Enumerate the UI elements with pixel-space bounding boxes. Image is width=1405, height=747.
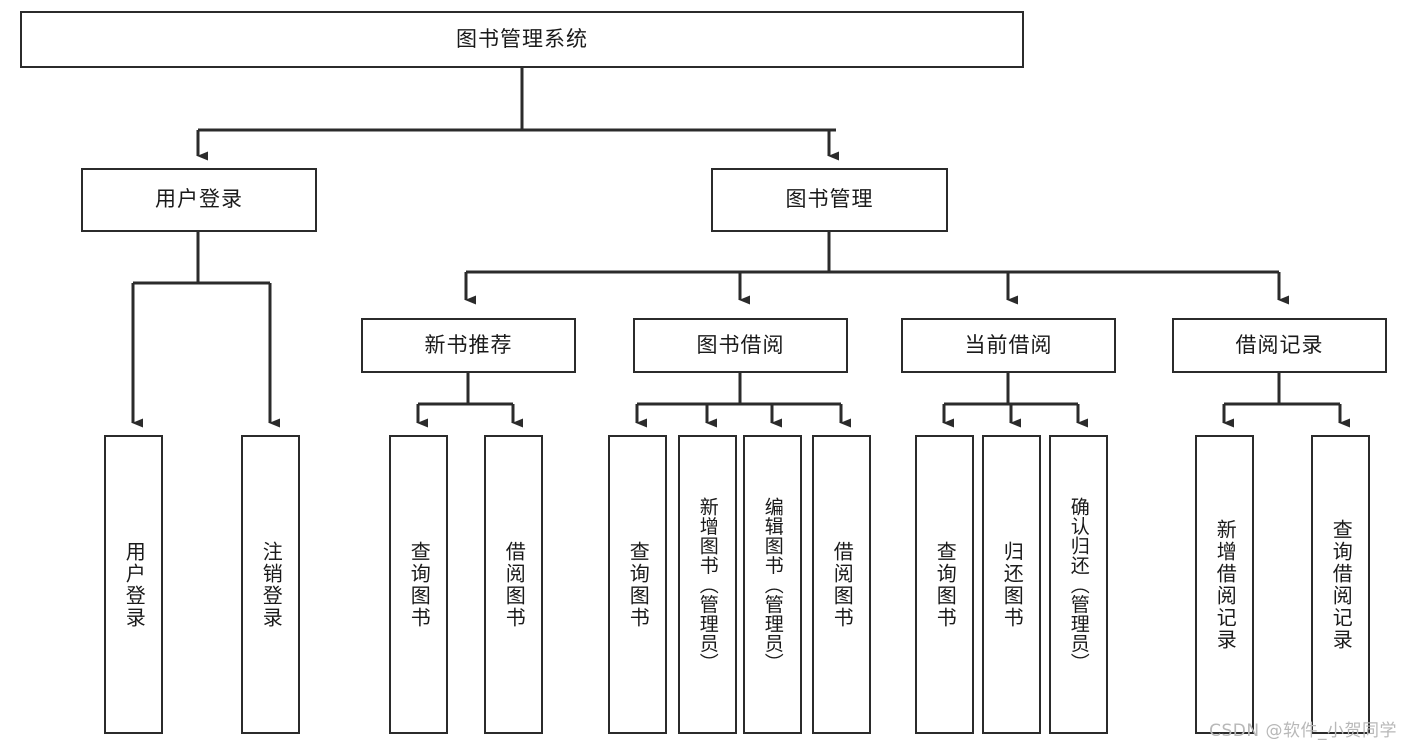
- node-label: 查询图书: [933, 540, 958, 629]
- node-label: 图书管理系统: [456, 26, 588, 51]
- node-current-borrow[interactable]: 当前借阅: [901, 318, 1116, 373]
- leaf-user-login-logout[interactable]: 注销登录: [241, 435, 300, 734]
- leaf-book-borrow-query[interactable]: 查询图书: [608, 435, 667, 734]
- leaf-current-borrow-return[interactable]: 归还图书: [982, 435, 1041, 734]
- leaf-new-book-borrow[interactable]: 借阅图书: [484, 435, 543, 734]
- leaf-new-book-query[interactable]: 查询图书: [389, 435, 448, 734]
- node-user-login[interactable]: 用户登录: [81, 168, 317, 232]
- node-book-borrow[interactable]: 图书借阅: [633, 318, 848, 373]
- node-label: 借阅记录: [1235, 332, 1324, 357]
- node-book-management[interactable]: 图书管理: [711, 168, 948, 232]
- leaf-book-borrow-add-admin[interactable]: 新增图书（管理员）: [678, 435, 737, 734]
- node-label: 新书推荐: [424, 332, 513, 357]
- node-label: 归还图书: [1000, 540, 1025, 629]
- node-label: 编辑图书（管理员）: [761, 496, 784, 673]
- node-borrow-record[interactable]: 借阅记录: [1172, 318, 1387, 373]
- node-label: 新增借阅记录: [1213, 518, 1238, 651]
- leaf-book-borrow-borrow[interactable]: 借阅图书: [812, 435, 871, 734]
- node-label: 图书管理: [785, 187, 874, 212]
- leaf-current-borrow-query[interactable]: 查询图书: [915, 435, 974, 734]
- node-label: 新增图书（管理员）: [696, 496, 719, 673]
- node-label: 查询借阅记录: [1329, 518, 1354, 651]
- node-label: 用户登录: [155, 187, 243, 212]
- node-label: 查询图书: [407, 540, 432, 629]
- node-new-book-recommend[interactable]: 新书推荐: [361, 318, 576, 373]
- leaf-borrow-record-add[interactable]: 新增借阅记录: [1195, 435, 1254, 734]
- node-label: 借阅图书: [502, 540, 527, 629]
- node-label: 用户登录: [122, 540, 147, 629]
- leaf-borrow-record-query[interactable]: 查询借阅记录: [1311, 435, 1370, 734]
- node-label: 确认归还（管理员）: [1067, 496, 1090, 673]
- node-label: 借阅图书: [830, 540, 855, 629]
- node-label: 注销登录: [259, 540, 284, 629]
- node-label: 当前借阅: [964, 332, 1053, 357]
- node-label: 图书借阅: [696, 332, 785, 357]
- leaf-current-borrow-confirm-admin[interactable]: 确认归还（管理员）: [1049, 435, 1108, 734]
- node-book-management-system[interactable]: 图书管理系统: [20, 11, 1024, 68]
- leaf-book-borrow-edit-admin[interactable]: 编辑图书（管理员）: [743, 435, 802, 734]
- node-label: 查询图书: [626, 540, 651, 629]
- leaf-user-login-login[interactable]: 用户登录: [104, 435, 163, 734]
